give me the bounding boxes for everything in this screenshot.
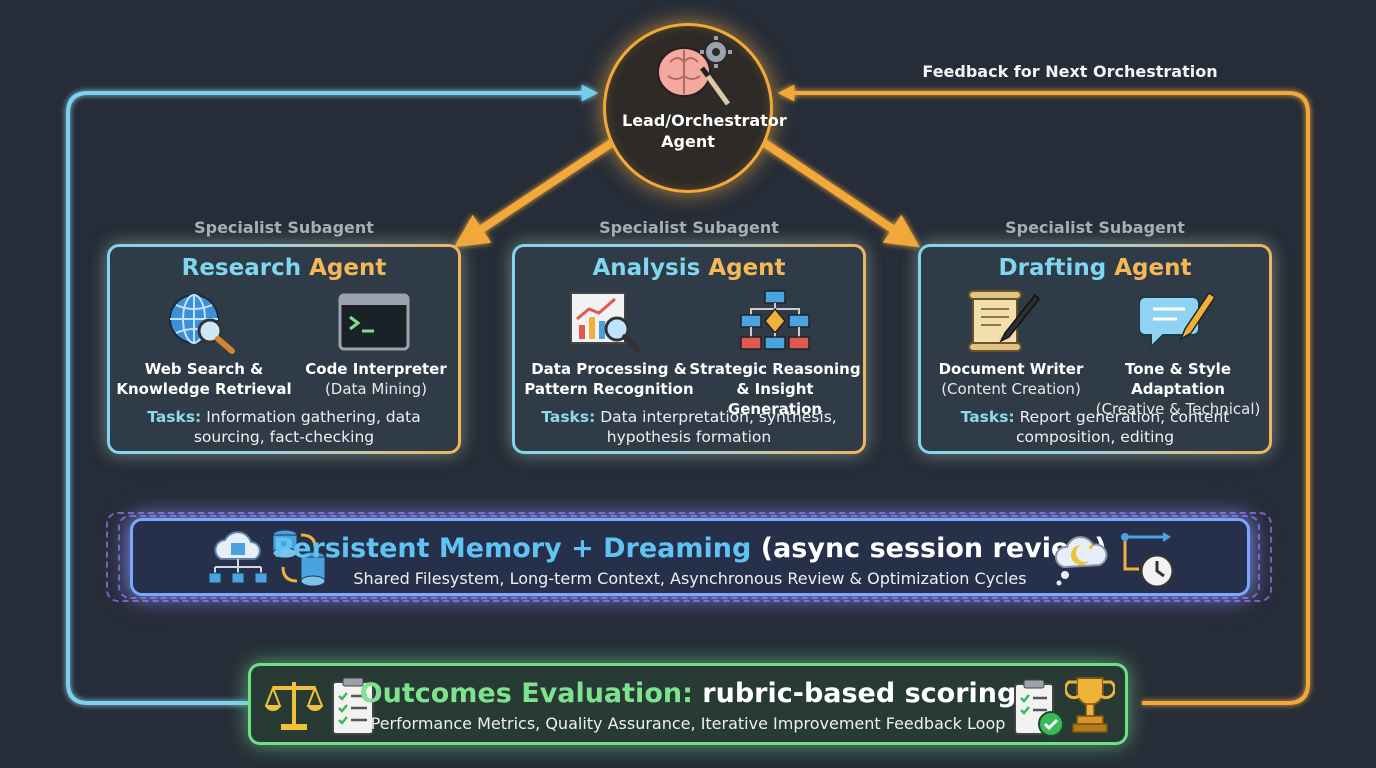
tool-line2: (Creative & Technical) bbox=[1095, 400, 1261, 418]
arrow-to-research bbox=[453, 136, 619, 248]
analysis-tasks: Tasks: Data interpretation, synthesis, h… bbox=[531, 407, 847, 447]
tasks-label: Tasks: bbox=[147, 408, 202, 426]
outcomes-title-main: Outcomes Evaluation: bbox=[359, 678, 693, 709]
tasks-label: Tasks: bbox=[960, 408, 1015, 426]
agent-name: Research bbox=[181, 255, 302, 281]
globe-search-icon bbox=[169, 294, 235, 354]
tool-line1: Document Writer bbox=[938, 360, 1084, 378]
agent-suffix: Agent bbox=[309, 255, 387, 281]
specialist-label-research: Specialist Subagent bbox=[194, 218, 374, 237]
tool-strategic-reasoning: Strategic Reasoning & Insight Generation bbox=[687, 359, 863, 419]
right-feedback-loop bbox=[777, 84, 1310, 705]
research-agent-title: Research Agent bbox=[110, 255, 458, 281]
outcomes-title-extra: rubric-based scoring bbox=[702, 678, 1017, 709]
research-agent-card[interactable]: Research Agent Web Search & Knowledge Re… bbox=[107, 244, 461, 454]
memory-title-extra: (async session review) bbox=[760, 533, 1107, 564]
agent-suffix: Agent bbox=[1114, 255, 1192, 281]
memory-title: Persistent Memory + Dreaming (async sess… bbox=[133, 533, 1247, 564]
tool-line2: (Data Mining) bbox=[324, 380, 428, 398]
persistent-memory-panel[interactable]: Persistent Memory + Dreaming (async sess… bbox=[130, 518, 1250, 596]
memory-subtitle: Shared Filesystem, Long-term Context, As… bbox=[353, 569, 1027, 588]
scroll-pen-icon bbox=[968, 290, 1041, 352]
speech-pencil-icon bbox=[1139, 291, 1215, 350]
tool-data-processing: Data Processing & Pattern Recognition bbox=[521, 359, 697, 399]
tool-line1: Data Processing & bbox=[531, 360, 687, 378]
tool-line1: Code Interpreter bbox=[305, 360, 447, 378]
tool-document-writer: Document Writer (Content Creation) bbox=[923, 359, 1099, 399]
tool-code-interpreter: Code Interpreter (Data Mining) bbox=[288, 359, 464, 399]
analysis-agent-card[interactable]: Analysis Agent Data Processing & Pattern… bbox=[512, 244, 866, 454]
drafting-agent-card[interactable]: Drafting Agent Document Writer (Content … bbox=[918, 244, 1272, 454]
tool-line2: (Content Creation) bbox=[941, 380, 1081, 398]
tasks-text: Information gathering, data sourcing, fa… bbox=[193, 408, 421, 446]
trophy-icon bbox=[1065, 677, 1115, 733]
research-tasks: Tasks: Information gathering, data sourc… bbox=[126, 407, 442, 447]
memory-ghost-outline-outer bbox=[106, 512, 1272, 602]
memory-ghost-outline-inner bbox=[118, 515, 1260, 599]
outcomes-title: Outcomes Evaluation: rubric-based scorin… bbox=[251, 678, 1125, 709]
flowchart-icon bbox=[740, 290, 810, 350]
orchestrator-node[interactable]: Lead/Orchestrator Agent bbox=[603, 23, 787, 193]
chart-magnifier-icon bbox=[570, 292, 640, 352]
tool-web-search: Web Search & Knowledge Retrieval bbox=[116, 359, 292, 399]
tool-line2: & Insight Generation bbox=[727, 380, 823, 418]
drafting-agent-title: Drafting Agent bbox=[921, 255, 1269, 281]
agent-name: Analysis bbox=[592, 255, 701, 281]
analysis-agent-title: Analysis Agent bbox=[515, 255, 863, 281]
agent-name: Drafting bbox=[998, 255, 1107, 281]
outcomes-evaluation-panel[interactable]: Outcomes Evaluation: rubric-based scorin… bbox=[248, 663, 1128, 745]
checklist-icon bbox=[332, 677, 374, 735]
cloud-network-icon bbox=[208, 531, 268, 584]
clipboard-check-icon bbox=[1014, 679, 1064, 737]
tasks-text: Report generation, content composition, … bbox=[1015, 408, 1230, 446]
dream-cloud-icon bbox=[1055, 536, 1108, 586]
drafting-tasks: Tasks: Report generation, content compos… bbox=[937, 407, 1253, 447]
tool-line1: Tone & Style Adaptation bbox=[1125, 360, 1231, 398]
tool-line1: Strategic Reasoning bbox=[689, 360, 861, 378]
specialist-label-drafting: Specialist Subagent bbox=[1005, 218, 1185, 237]
agent-suffix: Agent bbox=[708, 255, 786, 281]
database-sync-icon bbox=[272, 529, 326, 587]
tool-line1: Web Search & bbox=[144, 360, 264, 378]
terminal-icon bbox=[338, 293, 410, 351]
feedback-label: Feedback for Next Orchestration bbox=[922, 62, 1218, 81]
arrow-to-drafting bbox=[757, 136, 920, 248]
tool-line2: Knowledge Retrieval bbox=[116, 380, 292, 398]
left-feedback-loop bbox=[66, 84, 599, 705]
tool-line2: Pattern Recognition bbox=[524, 380, 694, 398]
timeline-clock-icon bbox=[1121, 532, 1175, 589]
brain-gear-icon bbox=[657, 36, 732, 106]
outcomes-subtitle: Performance Metrics, Quality Assurance, … bbox=[370, 714, 1006, 733]
memory-title-main: Persistent Memory + Dreaming bbox=[273, 533, 752, 564]
scales-icon bbox=[265, 682, 323, 730]
specialist-label-analysis: Specialist Subagent bbox=[599, 218, 779, 237]
tasks-text: Data interpretation, synthesis, hypothes… bbox=[600, 408, 837, 446]
tool-tone-style: Tone & Style Adaptation (Creative & Tech… bbox=[1083, 359, 1273, 419]
tasks-label: Tasks: bbox=[541, 408, 596, 426]
orchestrator-title: Lead/Orchestrator Agent bbox=[622, 111, 787, 151]
